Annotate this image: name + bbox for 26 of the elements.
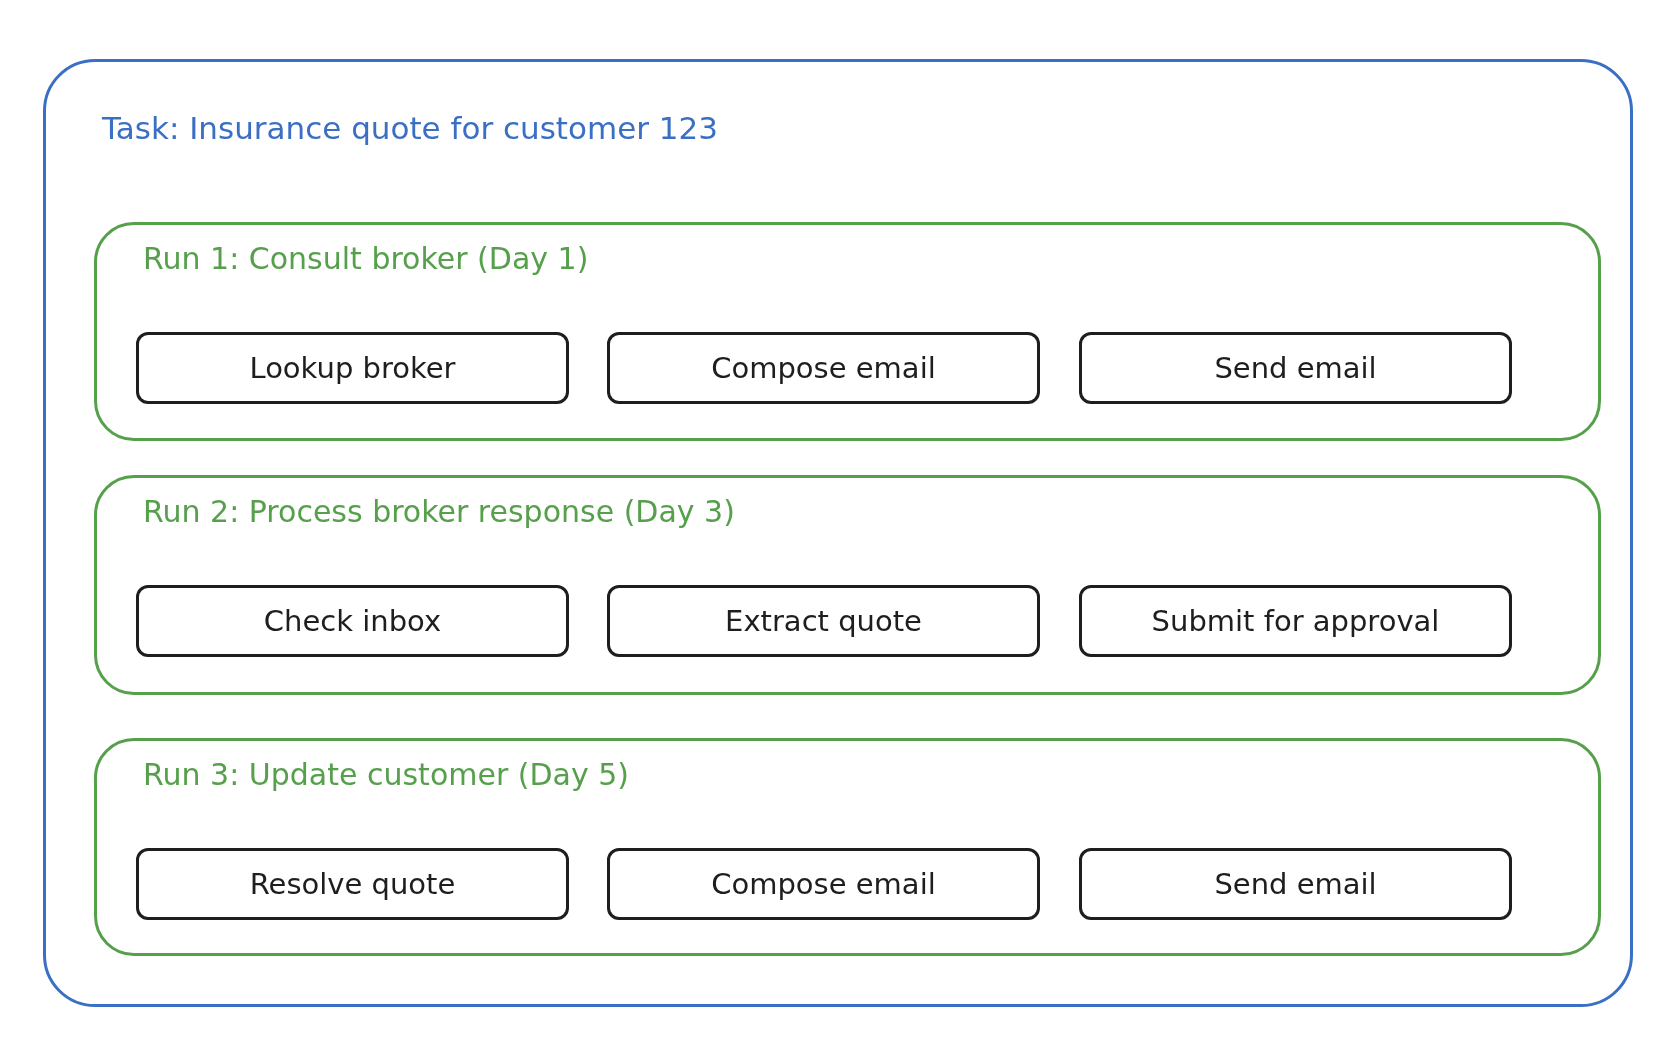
step-box	[1079, 848, 1512, 920]
step-box	[607, 332, 1040, 404]
step-label: Extract quote	[725, 604, 922, 638]
run-heading: Run 1: Consult broker (Day 1)	[143, 241, 589, 276]
step-label: Check inbox	[263, 604, 442, 638]
task-title: Task: Insurance quote for customer 123	[102, 110, 718, 146]
run-container	[94, 475, 1601, 695]
step-box	[136, 585, 569, 657]
run-container	[94, 222, 1601, 441]
task-container	[43, 59, 1633, 1007]
step-label: Resolve quote	[249, 867, 456, 901]
step-label: Lookup broker	[249, 351, 456, 385]
step-box	[1079, 332, 1512, 404]
run-heading: Run 2: Process broker response (Day 3)	[143, 494, 735, 529]
step-box	[1079, 585, 1512, 657]
step-box	[607, 585, 1040, 657]
step-label: Send email	[1214, 351, 1377, 385]
step-box	[136, 848, 569, 920]
step-label: Compose email	[711, 867, 936, 901]
step-label: Send email	[1214, 867, 1377, 901]
step-label: Submit for approval	[1151, 604, 1440, 638]
step-box	[607, 848, 1040, 920]
step-label: Compose email	[711, 351, 936, 385]
run-container	[94, 738, 1601, 956]
step-box	[136, 332, 569, 404]
run-heading: Run 3: Update customer (Day 5)	[143, 757, 630, 792]
